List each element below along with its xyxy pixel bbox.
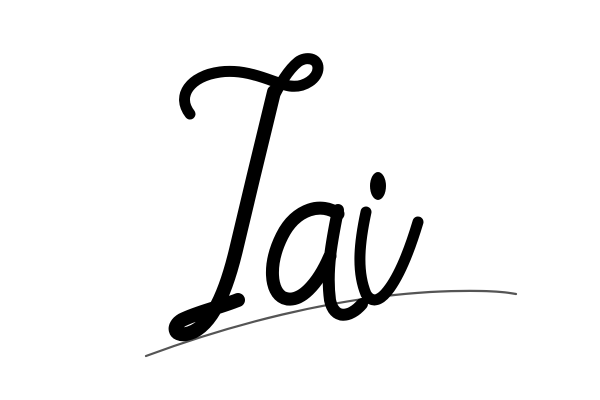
letter-a-bowl	[265, 201, 345, 306]
letter-i-dot	[370, 172, 386, 200]
letter-j-top-flourish	[179, 53, 324, 120]
letter-i-stem	[354, 206, 424, 306]
letter-a-stem	[322, 204, 368, 321]
letter-j-stem	[168, 85, 281, 342]
